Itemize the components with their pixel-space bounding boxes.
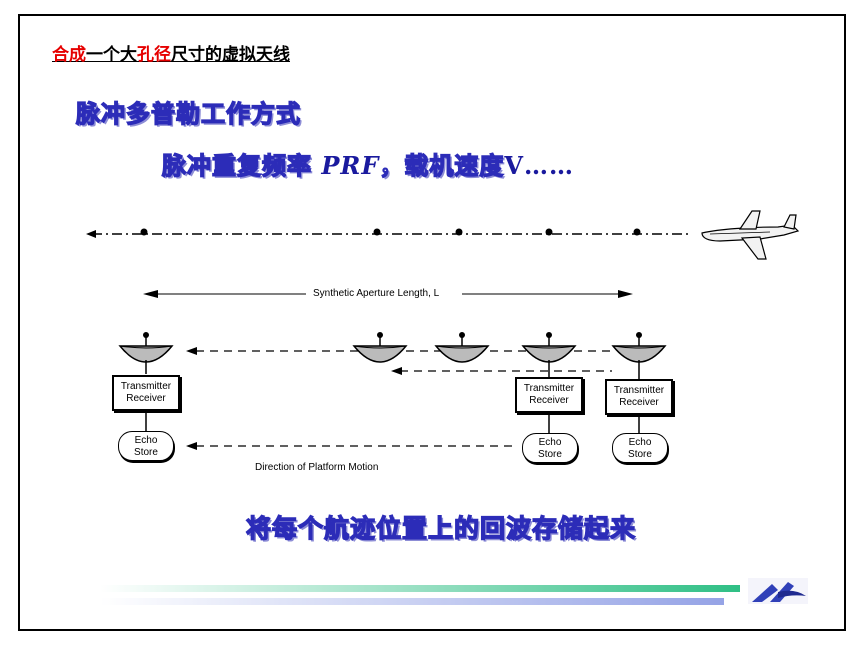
radar-dish-icon <box>521 332 577 378</box>
radar-dish-icon <box>611 332 667 380</box>
transceiver-box: Transmitter Receiver <box>605 379 673 415</box>
echo-store-box: Echo Store <box>612 433 668 463</box>
title-black-1: 一个大 <box>86 45 137 65</box>
title-red-2: 孔径 <box>137 45 171 65</box>
heading-pulse-doppler: 脉冲多普勒工作方式 <box>75 99 301 128</box>
heading-prf-suffix: V…… <box>504 151 575 180</box>
echo-store-label: Store <box>628 449 652 460</box>
transceiver-label: Receiver <box>126 393 166 404</box>
echo-store-label: Echo <box>538 437 562 448</box>
transceiver-label: Transmitter <box>523 383 575 394</box>
heading-store-echo: 将每个航迹位置上的回波存储起来 <box>245 513 637 543</box>
flight-path-arrowhead <box>86 230 96 238</box>
transceiver-box: Transmitter Receiver <box>112 375 180 411</box>
radar-dish-icon <box>434 332 490 363</box>
transceiver-label: Transmitter <box>120 381 172 392</box>
echo-store-label: Store <box>538 449 562 460</box>
heading-prf: 脉冲重复频率 PRF，载机速度V…… <box>161 146 575 181</box>
logo-icon <box>748 578 808 604</box>
slide-title: 合成一个大孔径尺寸的虚拟天线 <box>52 40 290 65</box>
motion-direction-label: Direction of Platform Motion <box>255 462 379 473</box>
airplane-icon <box>701 210 800 260</box>
decor-bar-blue <box>100 598 724 605</box>
heading-prf-prefix: 脉冲重复频率 <box>161 151 322 180</box>
track-position-dot <box>373 228 381 236</box>
track-position-dot <box>140 228 148 236</box>
heading-prf-middle: ，载机速度 <box>379 151 505 180</box>
track-position-dot <box>455 228 463 236</box>
echo-store-box: Echo Store <box>118 431 174 461</box>
aperture-length-label: Synthetic Aperture Length, L <box>313 288 440 299</box>
radar-dish-icon <box>118 332 174 374</box>
echo-store-label: Echo <box>628 437 652 448</box>
echo-store-box: Echo Store <box>522 433 578 463</box>
title-black-2: 尺寸的虚拟天线 <box>171 45 290 65</box>
title-red-1: 合成 <box>52 45 86 65</box>
transceiver-label: Receiver <box>529 395 569 406</box>
echo-store-label: Echo <box>134 435 158 446</box>
transceiver-box: Transmitter Receiver <box>515 377 583 413</box>
track-position-dot <box>545 228 553 236</box>
transceiver-label: Transmitter <box>613 385 665 396</box>
aperture-right-arrowhead <box>618 290 633 298</box>
heading-prf-abbrev: PRF <box>321 151 380 180</box>
slide-frame <box>18 14 846 631</box>
aperture-left-arrowhead <box>143 290 158 298</box>
radar-dish-icon <box>352 332 408 363</box>
transceiver-label: Receiver <box>619 397 659 408</box>
echo-store-label: Store <box>134 447 158 458</box>
decor-bar-green <box>100 585 740 592</box>
track-position-dot <box>633 228 641 236</box>
